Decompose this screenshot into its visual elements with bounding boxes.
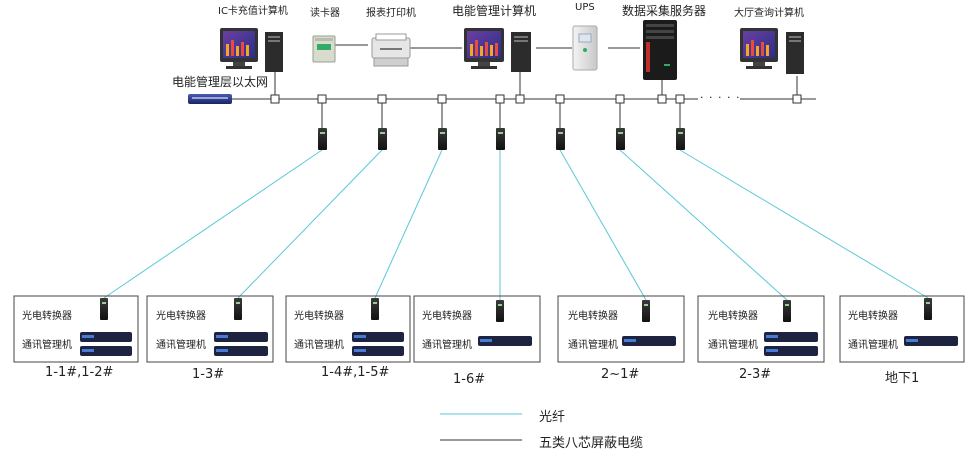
converter-icon: [371, 298, 379, 320]
box6-comm-label: 通讯管理机: [708, 340, 758, 351]
box5-converter-label: 光电转换器: [568, 311, 618, 322]
fiber-links: [103, 149, 929, 301]
ups-icon: [572, 25, 598, 71]
comm-manager-icon: [80, 332, 132, 342]
converter-icon: [496, 128, 505, 150]
comm-manager-icon: [764, 332, 818, 342]
box4-comm-label: 通讯管理机: [422, 340, 472, 351]
card-reader-icon: [312, 35, 336, 63]
report-printer-icon: [371, 33, 411, 67]
box2-comm-label: 通讯管理机: [156, 340, 206, 351]
substation-box-7: [839, 295, 965, 363]
label-hall-query-computer: 大厅查询计算机: [734, 8, 804, 19]
legend-cable-label: 五类八芯屏蔽电缆: [539, 436, 644, 451]
box7-comm-label: 通讯管理机: [848, 340, 898, 351]
comm-manager-icon: [904, 336, 958, 346]
box-converters: [100, 298, 932, 322]
label-energy-computer: 电能管理计算机: [452, 4, 537, 18]
converter-icon: [234, 298, 242, 320]
converter-icon: [100, 298, 108, 320]
label-ethernet: 电能管理层以太网: [172, 75, 269, 89]
converter-icon: [556, 128, 565, 150]
data-server-icon: [643, 20, 677, 80]
hall-query-computer-icon: [740, 28, 804, 74]
converter-icon: [783, 300, 791, 322]
comm-managers: [80, 332, 958, 356]
comm-manager-icon: [214, 346, 268, 356]
comm-manager-icon: [622, 336, 676, 346]
box1-comm-label: 通讯管理机: [22, 340, 72, 351]
ethernet-switch-icon: [188, 94, 232, 104]
top-converters: [318, 128, 685, 150]
ic-card-computer-icon: [220, 28, 283, 72]
label-ups: UPS: [575, 2, 595, 13]
converter-icon: [318, 128, 327, 150]
substation-box-4: [413, 295, 541, 363]
substation-box-3: [285, 295, 411, 363]
energy-management-computer-icon: [464, 28, 531, 72]
comm-manager-icon: [80, 346, 132, 356]
bus-to-converter-cables: [321, 103, 681, 128]
top-drops: [274, 44, 798, 99]
converter-icon: [378, 128, 387, 150]
substation-name-6: 2-3#: [739, 367, 772, 382]
bus-continuation-dots: · · · · ·: [700, 91, 741, 104]
comm-manager-icon: [764, 346, 818, 356]
substation-name-5: 2~1#: [601, 367, 640, 382]
substation-box-5: [557, 295, 685, 363]
comm-manager-icon: [478, 336, 532, 346]
comm-manager-icon: [352, 346, 404, 356]
converter-icon: [676, 128, 685, 150]
substation-name-2: 1-3#: [192, 367, 225, 382]
label-card-reader: 读卡器: [310, 8, 340, 19]
comm-manager-icon: [214, 332, 268, 342]
substation-name-1: 1-1#,1-2#: [45, 365, 114, 380]
converter-icon: [642, 300, 650, 322]
substation-name-4: 1-6#: [453, 372, 486, 387]
substation-box-2: [146, 295, 274, 363]
box5-comm-label: 通讯管理机: [568, 340, 618, 351]
substation-box-1: [13, 295, 139, 363]
substation-boxes: [13, 295, 965, 363]
substation-name-7: 地下1: [885, 371, 920, 386]
comm-manager-icon: [352, 332, 404, 342]
label-ic-card-computer: IC卡充值计算机: [218, 6, 288, 17]
substation-box-6: [697, 295, 825, 363]
converter-icon: [438, 128, 447, 150]
box3-converter-label: 光电转换器: [294, 311, 344, 322]
label-data-server: 数据采集服务器: [622, 4, 707, 18]
legend-fiber-label: 光纤: [539, 410, 566, 425]
converter-icon: [924, 298, 932, 320]
box1-converter-label: 光电转换器: [22, 311, 72, 322]
label-report-printer: 报表打印机: [366, 8, 416, 19]
box7-converter-label: 光电转换器: [848, 311, 898, 322]
box4-converter-label: 光电转换器: [422, 311, 472, 322]
box6-converter-label: 光电转换器: [708, 311, 758, 322]
converter-icon: [616, 128, 625, 150]
substation-name-3: 1-4#,1-5#: [321, 365, 390, 380]
bus-junctions: [270, 94, 802, 104]
converter-icon: [496, 300, 504, 322]
box3-comm-label: 通讯管理机: [294, 340, 344, 351]
box2-converter-label: 光电转换器: [156, 311, 206, 322]
